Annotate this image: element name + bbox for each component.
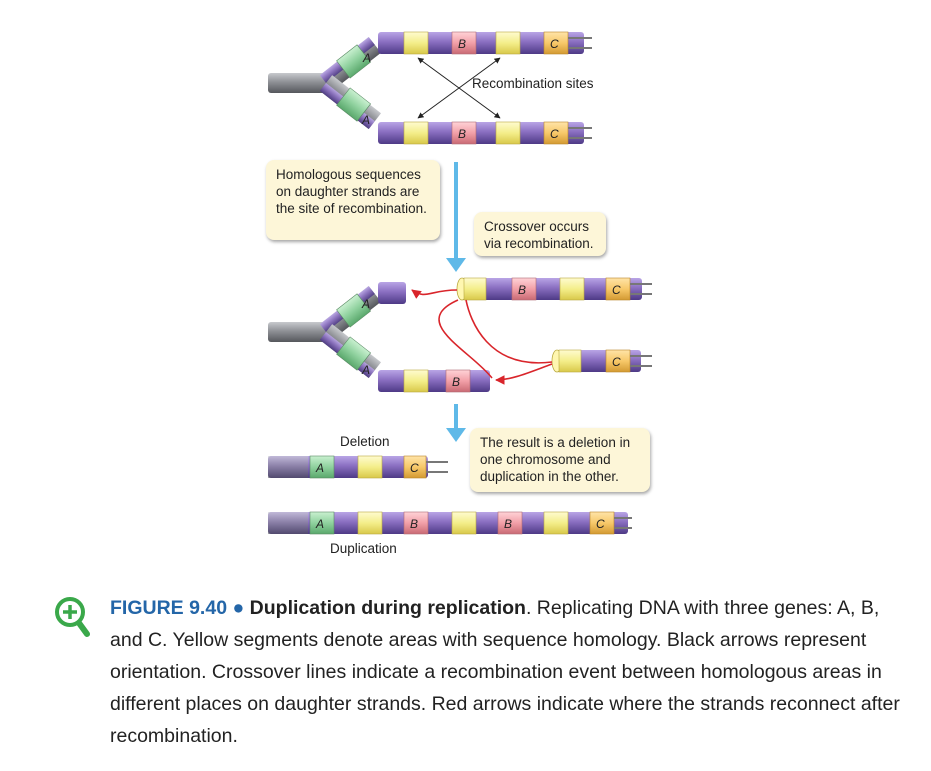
duplication-label: Duplication [330,541,397,556]
gene-b-label: B [518,283,526,297]
parental-strand [268,73,328,93]
detached-segment-upper: B C [456,277,652,301]
caption-body: . Replicating DNA with three genes: A, B… [110,597,900,747]
diagram: A A B C B C [266,31,652,556]
figure-number: FIGURE 9.40 [110,597,228,619]
recombination-arrows [417,57,501,119]
zoom-in-icon[interactable] [54,596,92,640]
gene-c-label: C [612,355,621,369]
gene-a-label: A [361,113,370,127]
detached-segment-lower: C [551,349,652,373]
gene-c-label: C [550,127,559,141]
caption-text: FIGURE 9.40 ● Duplication during replica… [110,592,910,752]
diagram-canvas: A A B C B C [268,31,652,535]
crossover-callout: Crossover occurs via recombination. [474,212,606,256]
gene-a-segment [336,87,372,122]
deletion-label: Deletion [340,434,390,449]
gene-c-label: C [410,461,419,475]
gene-c-label: C [612,283,621,297]
recombination-sites-label: Recombination sites [472,76,594,91]
gene-a-label: A [361,297,370,311]
upper-daughter-strand: B C [378,31,592,55]
deletion-chromosome: A C [268,455,448,479]
gene-b-label: B [458,127,466,141]
reconnection-arrows [411,289,553,385]
caption-bullet: ● [232,597,245,619]
top-replication-fork: A A B C B C [268,31,592,145]
lower-arm [319,75,382,130]
gene-a-label: A [362,51,371,65]
gene-a-label: A [361,363,370,377]
gene-c-label: C [550,37,559,51]
homologous-callout: Homologous sequences on daughter strands… [266,160,440,240]
process-arrowhead [446,258,466,272]
gene-a-label: A [315,461,324,475]
process-arrowhead [446,428,466,442]
lower-daughter-strand: B C [378,121,592,145]
gene-a-segment [336,44,372,79]
gene-a-label: A [315,517,324,531]
gene-c-label: C [596,517,605,531]
gene-b-label: B [458,37,466,51]
figure-title: Duplication during replication [249,597,526,619]
gene-b-label: B [452,375,460,389]
gene-b-label: B [504,517,512,531]
result-callout: The result is a deletion in one chromoso… [470,428,650,492]
upper-arm [319,36,382,91]
middle-replication-fork: A A B B C [268,277,652,393]
duplication-chromosome: A B B C [268,511,632,535]
gene-b-label: B [410,517,418,531]
